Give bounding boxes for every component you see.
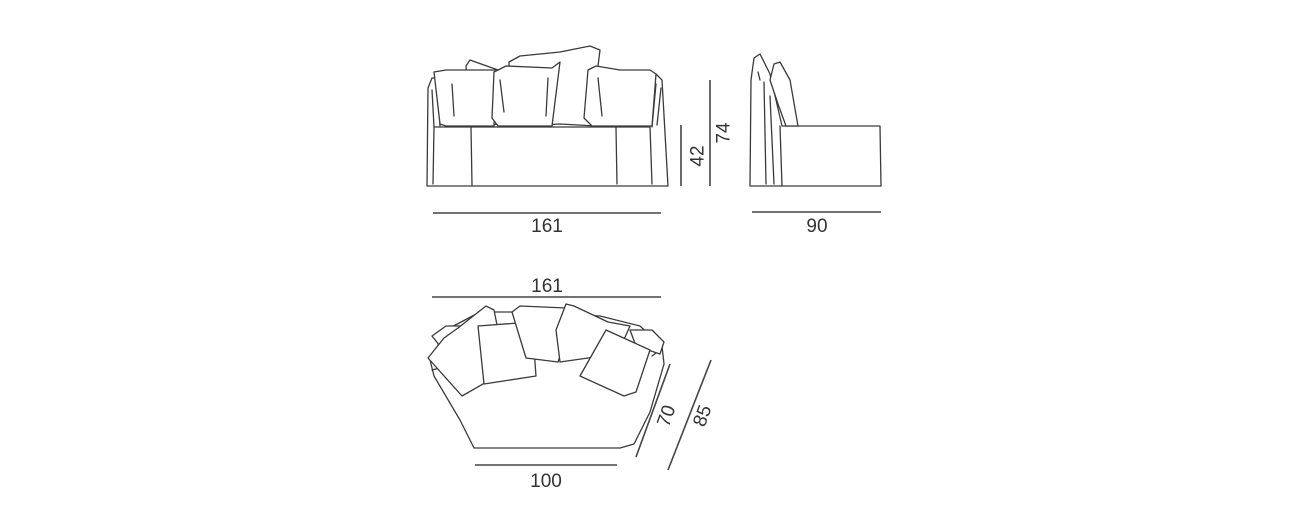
front-view-seat: [432, 126, 653, 186]
side-depth-label: 90: [806, 216, 827, 237]
top-front-width-label: 100: [530, 471, 562, 492]
top-inner-depth-dimension-line: [635, 363, 671, 458]
top-inner-depth-label: 70: [654, 402, 681, 429]
front-width-label: 161: [531, 216, 563, 237]
side-view-back-folds: [757, 71, 783, 187]
top-view: [427, 303, 665, 449]
side-view: [749, 53, 882, 187]
side-view-body: [749, 53, 882, 187]
side-view-back-cushion: [769, 61, 799, 127]
front-view-cushion-creases: [451, 77, 603, 117]
front-view-cushion-right: [583, 65, 657, 127]
total-height-label: 74: [714, 122, 735, 144]
front-view-cushion-middle: [491, 61, 561, 127]
front-view-cushion-left: [433, 69, 497, 127]
seat-height-label: 42: [688, 145, 709, 166]
top-back-width-label: 161: [531, 276, 563, 297]
front-view: [426, 45, 669, 187]
top-view-cushion-right-front: [579, 329, 651, 397]
top-outer-depth-dimension-line: [667, 359, 712, 471]
